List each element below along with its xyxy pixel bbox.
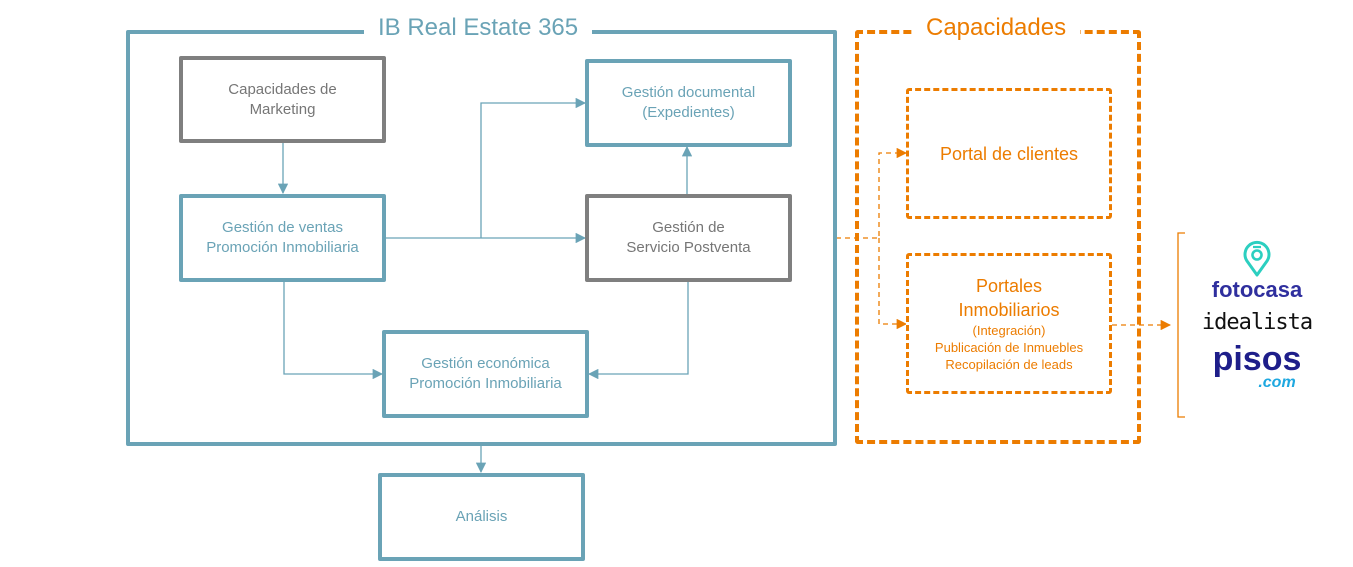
box-line: Servicio Postventa bbox=[626, 239, 751, 256]
box-line: (Expedientes) bbox=[642, 104, 735, 121]
box-detail-line: Publicación de Inmuebles bbox=[934, 340, 1084, 355]
box-gestion-ventas[interactable]: Gestión de ventas Promoción Inmobiliaria bbox=[179, 194, 386, 282]
box-line: Gestión económica bbox=[421, 355, 550, 372]
fotocasa-pin-icon bbox=[1243, 240, 1271, 277]
box-gestion-postventa[interactable]: Gestión de Servicio Postventa bbox=[585, 194, 792, 282]
arrow-postventa-to-economica bbox=[587, 282, 689, 380]
box-line: Gestión documental bbox=[621, 84, 756, 101]
box-line: Capacidades de bbox=[228, 80, 337, 98]
capacidades-frame-title: Capacidades bbox=[912, 14, 1081, 42]
box-detail-line: Recopilación de leads bbox=[945, 357, 1073, 372]
box-label: Portal de clientes bbox=[939, 143, 1079, 164]
fotocasa-wordmark: fotocasa bbox=[1211, 277, 1303, 302]
box-portal-clientes[interactable]: Portal de clientes bbox=[906, 88, 1112, 219]
arrow-frame-to-portales bbox=[878, 238, 908, 330]
fotocasa-logo[interactable]: fotocasa bbox=[1192, 238, 1322, 302]
box-line: Promoción Inmobiliaria bbox=[206, 239, 359, 256]
box-detail-line: (Integración) bbox=[972, 323, 1046, 338]
box-title-line: Inmobiliarios bbox=[958, 300, 1060, 320]
box-analisis[interactable]: Análisis bbox=[378, 473, 585, 561]
arrow-ventas-to-documental bbox=[480, 97, 587, 238]
arrow-ventas-to-economica bbox=[283, 282, 384, 380]
box-line: Gestión de bbox=[652, 219, 725, 236]
idealista-wordmark: idealista bbox=[1201, 310, 1313, 335]
box-line: Marketing bbox=[249, 100, 316, 118]
box-gestion-economica[interactable]: Gestión económica Promoción Inmobiliaria bbox=[382, 330, 589, 418]
idealista-logo[interactable]: idealista bbox=[1192, 308, 1322, 338]
box-portales-inmobiliarios[interactable]: Portales Inmobiliarios (Integración) Pub… bbox=[906, 253, 1112, 394]
portal-logos: fotocasa idealista pisos .com bbox=[1192, 238, 1322, 391]
main-frame-title: IB Real Estate 365 bbox=[364, 14, 593, 42]
logos-bracket bbox=[1177, 232, 1185, 418]
pisos-wordmark: pisos bbox=[1212, 340, 1302, 378]
box-line: Análisis bbox=[455, 508, 508, 525]
box-capacidades-marketing[interactable]: Capacidades de Marketing bbox=[179, 56, 386, 143]
box-line: Gestión de ventas bbox=[222, 219, 343, 236]
pisos-suffix: .com bbox=[1258, 374, 1296, 391]
box-gestion-documental[interactable]: Gestión documental (Expedientes) bbox=[585, 59, 792, 147]
pisos-logo[interactable]: pisos .com bbox=[1192, 340, 1322, 391]
box-line: Promoción Inmobiliaria bbox=[409, 375, 562, 392]
box-title-line: Portales bbox=[975, 276, 1043, 296]
